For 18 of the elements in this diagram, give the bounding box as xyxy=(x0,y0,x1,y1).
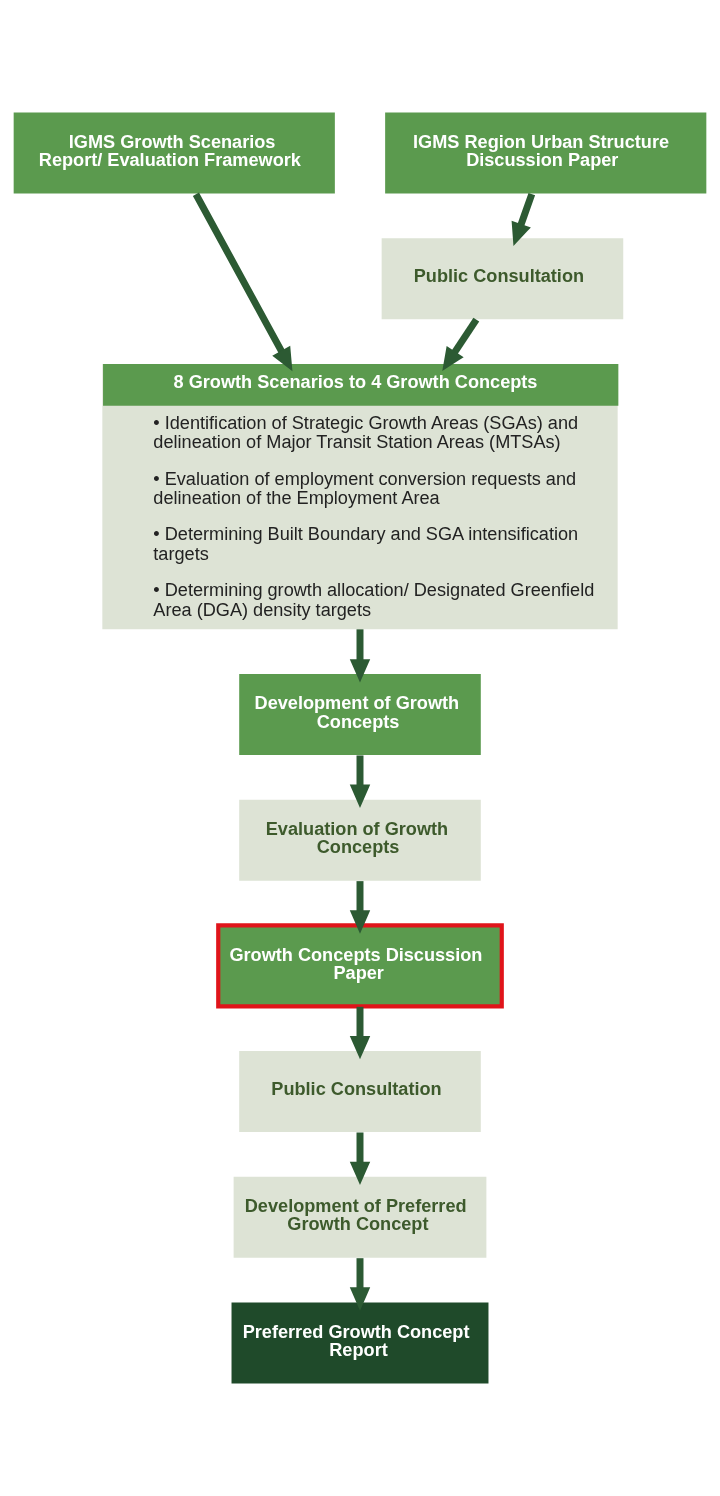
arrow xyxy=(349,1006,371,1060)
node-box: IGMS Growth Scenarios Report/ Evaluation Framework xyxy=(13,112,335,194)
arrow xyxy=(349,1132,371,1186)
arrow xyxy=(349,629,371,683)
arrow xyxy=(349,1258,371,1311)
node-box: Public Consultation xyxy=(381,238,624,320)
arrow xyxy=(442,317,480,372)
arrow xyxy=(192,192,293,372)
node-box: Development of Growth Concepts xyxy=(239,674,481,755)
node-box: IGMS Region Urban Structure Discussion Paper xyxy=(385,112,707,194)
arrow xyxy=(511,192,536,247)
node-box: Evaluation of Growth Concepts xyxy=(239,799,481,881)
node-box: Public Consultation xyxy=(239,1051,481,1133)
arrow xyxy=(349,755,371,808)
arrow xyxy=(349,881,371,934)
node-box: Development of Preferred Growth Concept xyxy=(233,1176,487,1258)
node-box: Preferred Growth Concept Report xyxy=(231,1302,489,1384)
node-box: Growth Concepts Discussion Paper xyxy=(216,923,504,1009)
